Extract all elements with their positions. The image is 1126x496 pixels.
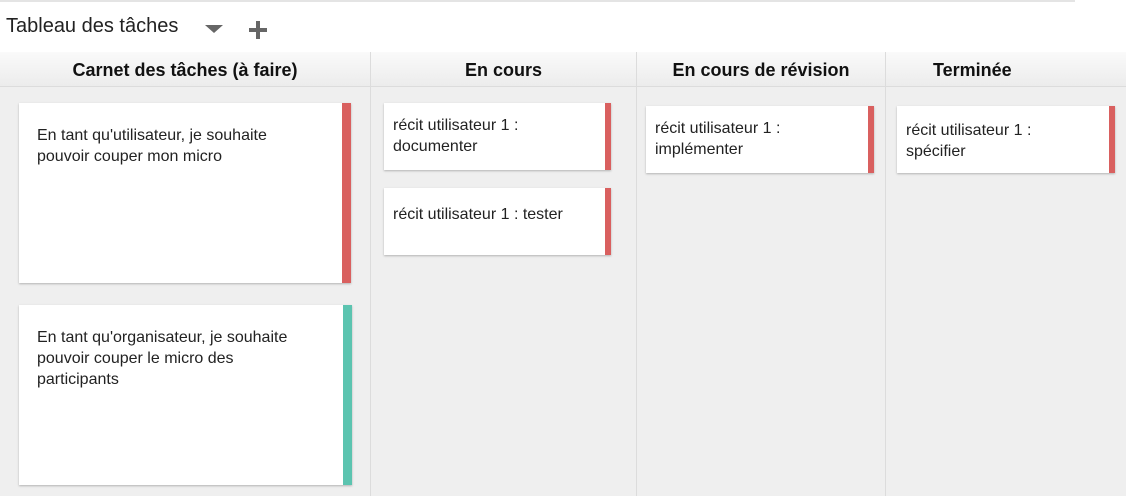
board-title[interactable]: Tableau des tâches <box>6 15 179 37</box>
column-title: En cours <box>371 52 636 87</box>
card-color-bar <box>605 188 611 255</box>
column-in-review: En cours de révision récit utilisateur 1… <box>637 52 886 496</box>
task-card[interactable]: récit utilisateur 1 : documenter <box>384 103 611 170</box>
card-text: En tant qu'organisateur, je souhaite pou… <box>37 329 288 388</box>
task-card[interactable]: récit utilisateur 1 : implémenter <box>646 106 874 173</box>
task-card[interactable]: récit utilisateur 1 : tester <box>384 188 611 255</box>
card-color-bar <box>343 305 352 485</box>
card-text: récit utilisateur 1 : documenter <box>393 117 519 155</box>
column-title: Carnet des tâches (à faire) <box>0 52 370 87</box>
card-text: récit utilisateur 1 : tester <box>393 206 563 223</box>
card-color-bar <box>868 106 874 173</box>
column-title: Terminée <box>886 52 1126 87</box>
task-card[interactable]: récit utilisateur 1 : spécifier <box>897 106 1115 173</box>
card-color-bar <box>342 103 351 283</box>
top-divider <box>0 0 1075 2</box>
column-done: Terminée récit utilisateur 1 : spécifier <box>886 52 1126 496</box>
card-color-bar <box>1109 106 1115 173</box>
task-card[interactable]: En tant qu'utilisateur, je souhaite pouv… <box>19 103 351 283</box>
card-text: récit utilisateur 1 : spécifier <box>906 122 1032 160</box>
chevron-down-icon[interactable] <box>205 25 223 33</box>
column-title: En cours de révision <box>637 52 885 87</box>
column-backlog: Carnet des tâches (à faire) En tant qu'u… <box>0 52 371 496</box>
task-card[interactable]: En tant qu'organisateur, je souhaite pou… <box>19 305 352 485</box>
card-text: récit utilisateur 1 : implémenter <box>655 120 781 158</box>
card-text: En tant qu'utilisateur, je souhaite pouv… <box>37 127 267 165</box>
add-icon[interactable] <box>249 21 267 39</box>
card-color-bar <box>605 103 611 170</box>
column-in-progress: En cours récit utilisateur 1 : documente… <box>371 52 637 496</box>
